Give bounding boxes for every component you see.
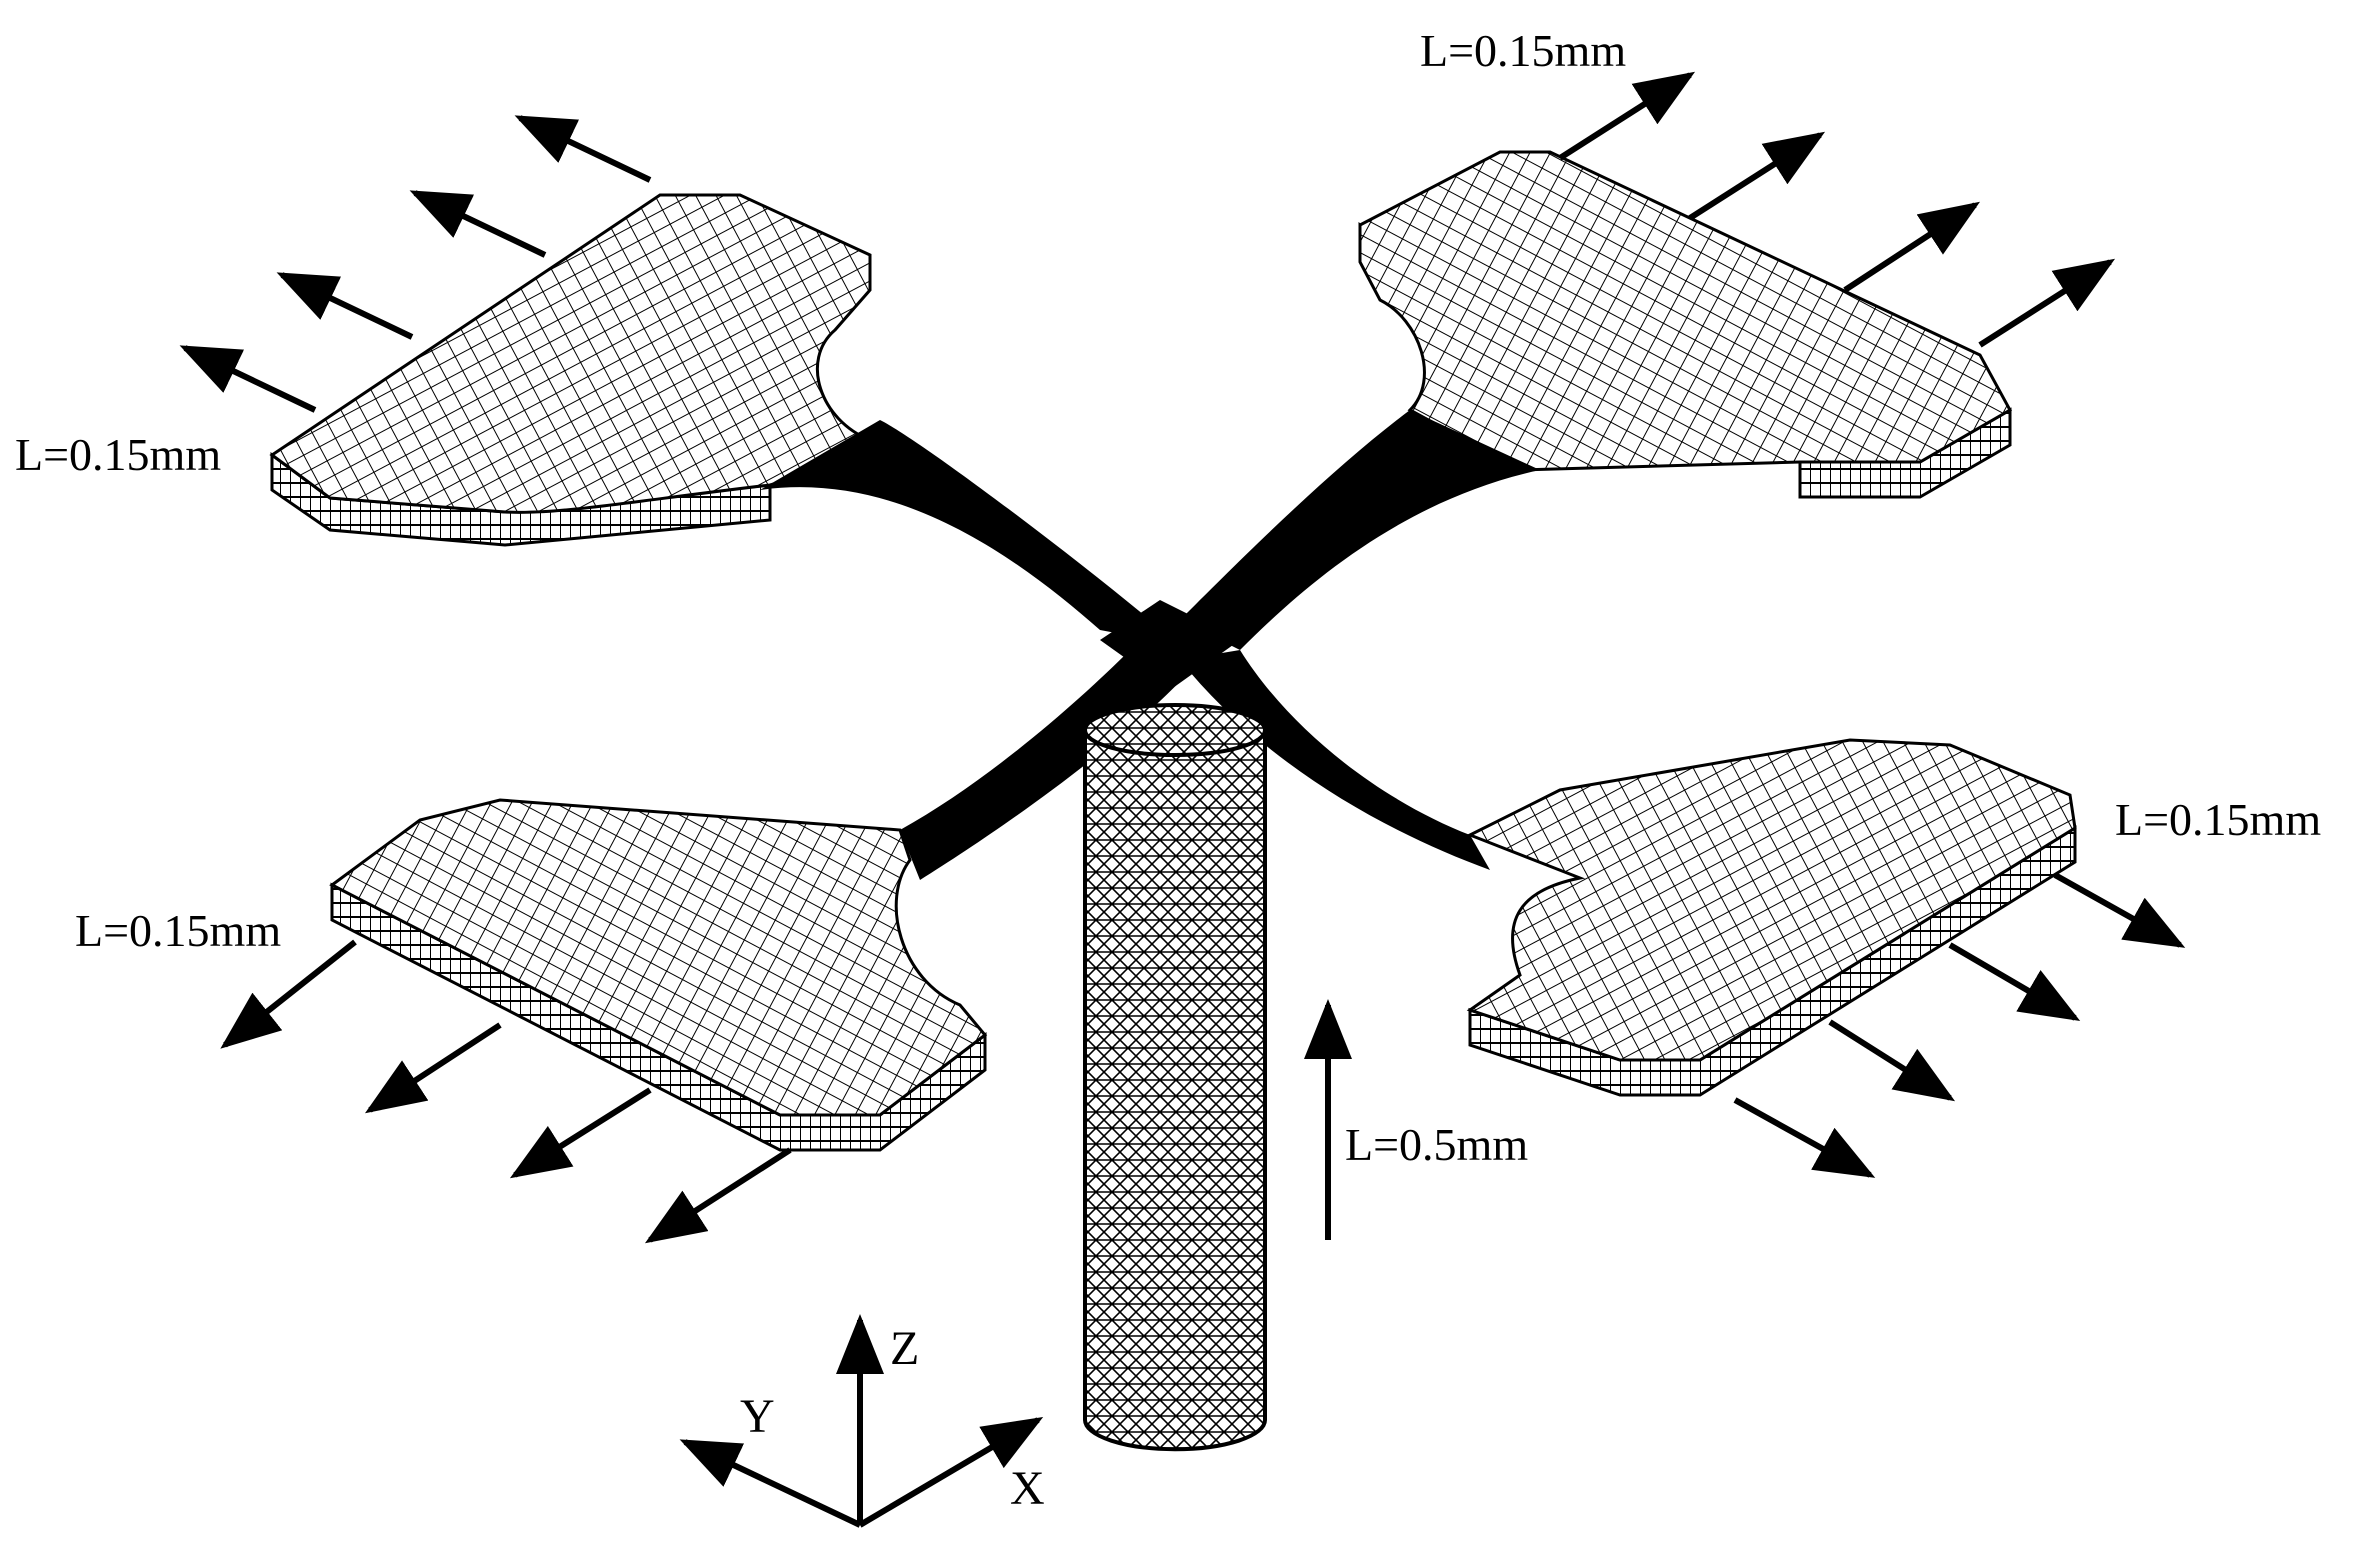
load-arrows-bottom-left [220,939,792,1244]
coordinate-axes [679,1314,1044,1528]
pad-top-left [269,193,883,547]
label-top-right: L=0.15mm [1420,25,1627,76]
label-bottom-right: L=0.15mm [2115,794,2322,845]
pad-bottom-left [329,798,988,1152]
vertical-shaft [1083,703,1267,1452]
axis-label-x: X [1010,1462,1045,1515]
load-arrows-top-right [1558,71,2116,348]
load-arrows-top-left [179,115,652,413]
pad-top-right [1358,150,2013,499]
pad-bottom-right [1466,738,2077,1097]
label-top-left: L=0.15mm [15,429,222,480]
label-shaft: L=0.5mm [1345,1119,1529,1170]
axis-label-z: Z [890,1322,920,1375]
load-arrows-bottom-right [1733,872,2186,1178]
label-bottom-left: L=0.15mm [75,905,282,956]
axis-label-y: Y [740,1390,775,1443]
